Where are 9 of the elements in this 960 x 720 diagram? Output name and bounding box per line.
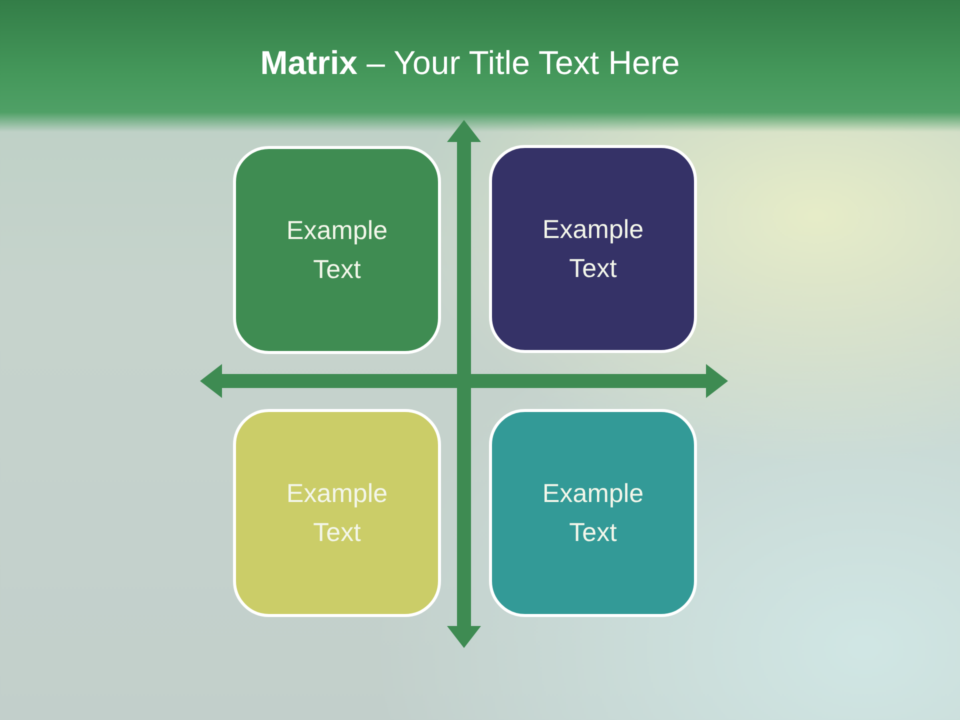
quadrant-box — [233, 409, 441, 617]
quadrant-label: Example Text — [285, 477, 389, 549]
quadrant-box — [489, 409, 697, 617]
quadrant-label: Example Text — [541, 213, 645, 285]
quadrant-box — [489, 145, 697, 353]
slide-title: Matrix – Your Title Text Here — [260, 44, 680, 82]
quadrant-box — [233, 146, 441, 354]
quadrant-label: Example Text — [285, 214, 389, 286]
quadrant-label: Example Text — [541, 477, 645, 549]
